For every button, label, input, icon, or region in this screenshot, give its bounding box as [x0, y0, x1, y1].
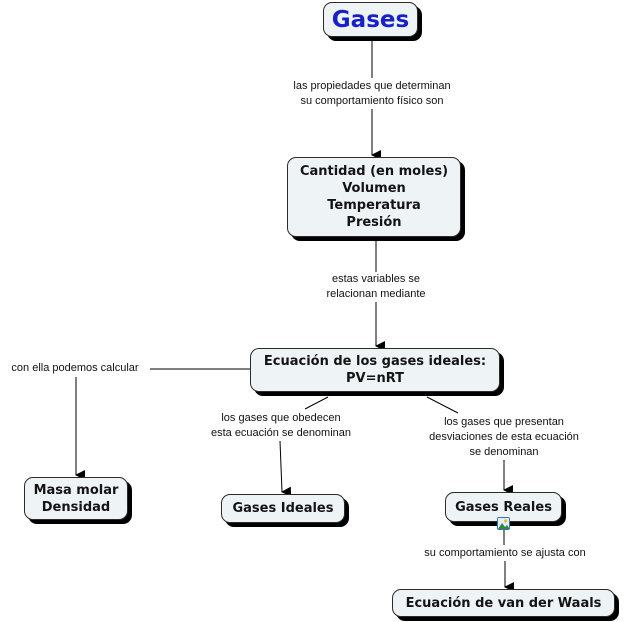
- link-label-calcular[interactable]: con ella podemos calcular: [0, 361, 150, 376]
- concept-gases[interactable]: Gases: [323, 2, 418, 37]
- concept-label: Cantidad (en moles): [299, 164, 449, 179]
- link-text: desviaciones de esta ecuación: [429, 431, 579, 443]
- connector-obedecen-ideales: [279, 440, 292, 497]
- link-text: se denominan: [469, 446, 539, 458]
- link-label-ajusta[interactable]: su comportamiento se ajusta con: [408, 546, 602, 561]
- link-label-propiedades[interactable]: las propiedades que determinan su compor…: [272, 79, 472, 109]
- concept-label: Volumen: [342, 181, 406, 196]
- concept-gases-ideales[interactable]: Gases Ideales: [221, 494, 345, 523]
- link-text: con ella podemos calcular: [11, 362, 139, 374]
- concept-ecuacion-van-der-waals[interactable]: Ecuación de van der Waals: [392, 589, 615, 617]
- link-text: las propiedades que determinan: [293, 80, 451, 92]
- concept-label: Presión: [346, 215, 402, 230]
- link-text: los gases que presentan: [444, 416, 564, 428]
- connector-ecuacion-obedecen: [304, 396, 329, 410]
- link-text: relacionan mediante: [326, 288, 426, 300]
- link-text: estas variables se: [331, 273, 421, 285]
- concept-label: Masa molar: [33, 482, 119, 498]
- concept-masa-densidad[interactable]: Masa molar Densidad: [24, 477, 128, 520]
- concept-label: Gases Ideales: [232, 501, 334, 516]
- link-text: su comportamiento se ajusta con: [424, 547, 586, 559]
- concept-label: Gases: [331, 6, 410, 33]
- concept-variables[interactable]: Cantidad (en moles) Volumen Temperatura …: [287, 157, 461, 237]
- link-text: su comportamiento físico son: [300, 95, 444, 107]
- connector-ecuacion-desviaciones: [426, 396, 459, 414]
- concept-label: Gases Reales: [455, 499, 552, 515]
- link-label-obedecen[interactable]: los gases que obedecen esta ecuación se …: [196, 411, 366, 441]
- image-resource-icon[interactable]: [497, 517, 510, 530]
- link-label-relacionan[interactable]: estas variables se relacionan mediante: [310, 272, 442, 302]
- concept-label: PV=nRT: [345, 371, 405, 386]
- concept-label: Ecuación de los gases ideales:: [263, 354, 487, 369]
- concept-label: Densidad: [41, 499, 111, 515]
- concept-label: Ecuación de van der Waals: [405, 595, 602, 611]
- link-text: esta ecuación se denominan: [210, 427, 352, 439]
- link-label-desviaciones[interactable]: los gases que presentan desviaciones de …: [414, 415, 594, 460]
- concept-ecuacion-gases-ideales[interactable]: Ecuación de los gases ideales: PV=nRT: [250, 348, 500, 392]
- concept-label: Temperatura: [327, 198, 421, 213]
- link-text: los gases que obedecen: [221, 412, 341, 424]
